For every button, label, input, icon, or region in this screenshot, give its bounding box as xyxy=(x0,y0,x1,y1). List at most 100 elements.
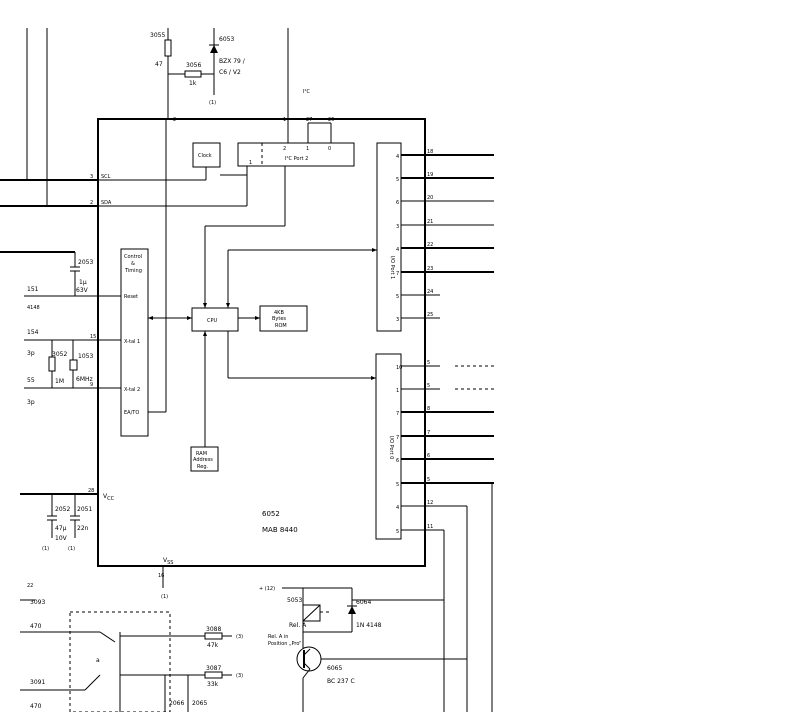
pin-left-3: 3 xyxy=(90,174,93,180)
net-vss: (1) xyxy=(161,594,168,600)
c2053-ref: 2053 xyxy=(78,259,93,266)
ic-vss: VSS xyxy=(163,557,173,566)
net-2052: (1) xyxy=(42,546,49,552)
net-top-1: (1) xyxy=(209,100,216,106)
r3052-ref: 3052 xyxy=(52,351,67,358)
svg-text:6: 6 xyxy=(427,453,430,459)
c2066-ref: 2066 xyxy=(169,700,184,707)
port1-pins: 4 5 6 3 4 7 5 3 18 19 20 21 22 23 24 25 xyxy=(396,149,494,323)
reset-label: Reset xyxy=(124,294,138,300)
svg-text:20: 20 xyxy=(427,195,433,201)
svg-text:11: 11 xyxy=(427,524,433,530)
i2c-pin-0: 0 xyxy=(328,146,331,152)
svg-text:6: 6 xyxy=(396,458,399,464)
r3088-ref: 3088 xyxy=(206,626,221,633)
net-151-val: 4148 xyxy=(27,305,40,311)
r3087-ref: 3087 xyxy=(206,665,221,672)
r3087-val: 33k xyxy=(207,681,219,688)
cpu-label: CPU xyxy=(207,318,218,324)
zener-6053 xyxy=(210,45,218,53)
crystal-1053 xyxy=(69,359,78,371)
svg-text:21: 21 xyxy=(427,219,433,225)
svg-text:12: 12 xyxy=(427,500,433,506)
svg-text:7: 7 xyxy=(427,430,430,436)
t6065-ref: 6065 xyxy=(327,665,342,672)
port0-label: I/O Port 0 xyxy=(388,436,394,459)
c2053-val1: 1µ xyxy=(79,279,87,286)
r3055-val: 47 xyxy=(155,61,163,68)
svg-text:22: 22 xyxy=(427,242,433,248)
svg-text:7: 7 xyxy=(396,411,399,417)
net-55: 55 xyxy=(27,377,35,384)
clock-label: Clock xyxy=(198,153,212,159)
svg-text:24: 24 xyxy=(427,289,433,295)
svg-text:5: 5 xyxy=(427,383,430,389)
r3088-val: 47k xyxy=(207,642,219,649)
ea-label: EA/TO xyxy=(124,410,139,416)
r3091-val: 470 xyxy=(30,703,42,710)
svg-text:19: 19 xyxy=(427,172,433,178)
svg-text:5: 5 xyxy=(396,529,399,535)
svg-text:4: 4 xyxy=(396,505,399,511)
control-label-3: Timing xyxy=(124,268,142,274)
x1053-ref: 1053 xyxy=(78,353,93,360)
svg-text:4: 4 xyxy=(396,154,399,160)
d6053-ref: 6053 xyxy=(219,36,234,43)
svg-text:5: 5 xyxy=(427,477,430,483)
r3093-val: 470 xyxy=(30,623,42,630)
r3091-ref: 3091 xyxy=(30,679,45,686)
svg-text:4: 4 xyxy=(396,247,399,253)
svg-text:7: 7 xyxy=(396,435,399,441)
pin-left-28: 28 xyxy=(88,488,94,494)
d6053-val2: C6 / V2 xyxy=(219,69,241,76)
c2052-val1: 47µ xyxy=(55,525,67,532)
pin-top-2: 2 xyxy=(173,117,176,123)
xtal1-label: X-tal 1 xyxy=(124,339,140,345)
i2c-pin-2: 2 xyxy=(283,146,286,152)
svg-text:3: 3 xyxy=(396,224,399,230)
svg-text:10: 10 xyxy=(396,365,402,371)
relay-contacts-frame xyxy=(69,611,171,712)
svg-text:5: 5 xyxy=(396,177,399,183)
svg-text:5: 5 xyxy=(396,482,399,488)
io-port1-block xyxy=(376,142,402,332)
i2c-label: I²C Port 2 xyxy=(285,156,308,162)
net-55-val: 3p xyxy=(27,399,35,406)
svg-text:6: 6 xyxy=(396,200,399,206)
c2065-ref: 2065 xyxy=(192,700,207,707)
d6064-ref: 6064 xyxy=(356,599,371,606)
r3093-ref: 3093 xyxy=(30,599,45,606)
ic-part: MAB 8440 xyxy=(262,526,298,534)
r3056-ref: 3056 xyxy=(186,62,201,69)
r3055-ref: 3055 xyxy=(150,32,165,39)
c2051-ref: 2051 xyxy=(77,506,92,513)
ram-label-1: RAM xyxy=(196,451,207,457)
top-i2c-label: I²C xyxy=(303,89,310,95)
pin-left-2: 2 xyxy=(90,200,93,206)
port1-label: I/O Port 1 xyxy=(389,256,395,279)
rom-block xyxy=(259,305,308,332)
svg-text:8: 8 xyxy=(427,406,430,412)
pin-left-15: 15 xyxy=(90,334,96,340)
control-label-2: & xyxy=(131,261,135,267)
t6065-val: BC 237 C xyxy=(327,678,355,685)
net-151: 151 xyxy=(27,286,39,293)
resistor-3056 xyxy=(184,70,202,78)
io-port0-block xyxy=(375,353,402,540)
svg-text:3: 3 xyxy=(396,317,399,323)
rom-label-2: Bytes xyxy=(272,316,286,322)
sda-label: SDA xyxy=(101,200,112,206)
net-relay-supply: + (12) xyxy=(259,586,275,592)
net-3088: (3) xyxy=(236,634,243,640)
i2c-pin-left-1: 1 xyxy=(249,160,252,166)
ic-vcc: VCC xyxy=(103,493,115,502)
i2c-pin-1: 1 xyxy=(306,146,309,152)
svg-text:5: 5 xyxy=(427,360,430,366)
svg-text:5: 5 xyxy=(396,294,399,300)
resistor-3087 xyxy=(204,671,223,679)
i2c-port2-block xyxy=(237,142,355,167)
pin-top-26: 26 xyxy=(328,117,334,123)
resistor-3088 xyxy=(204,632,223,640)
xtal2-label: X-tal 2 xyxy=(124,387,140,393)
resistor-3055 xyxy=(164,39,172,57)
